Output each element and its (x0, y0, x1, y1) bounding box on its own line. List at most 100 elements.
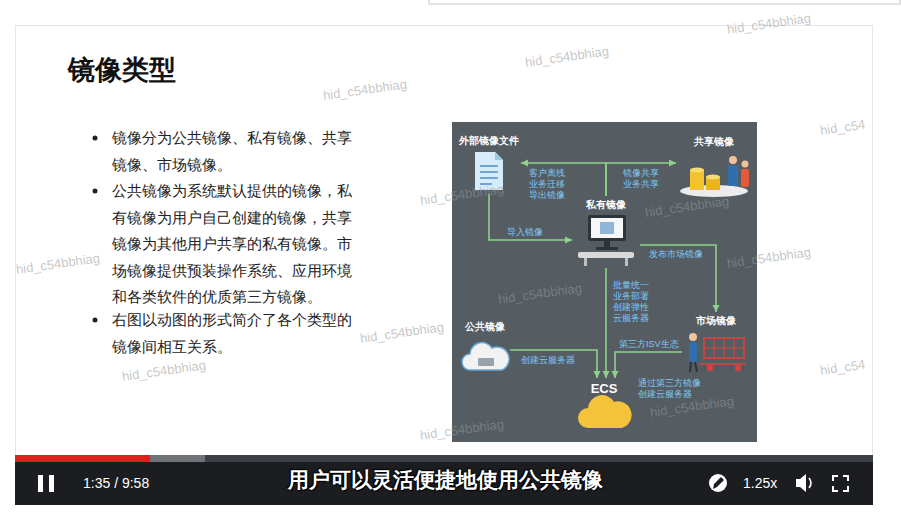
connector (603, 268, 610, 378)
monitor-base (596, 247, 618, 250)
pause-icon (38, 475, 43, 492)
image-node: 共享镜像 (676, 133, 752, 199)
connector-line (606, 163, 676, 196)
bullet-text-wrap: 镜像分为公共镜像、私有镜像、共享镜像、市场镜像。 (112, 125, 362, 178)
volume-wave (809, 478, 811, 488)
edge-label-wrap: 镜像共享 业务共享 (622, 168, 663, 190)
edge-label: 导入镜像 (506, 227, 544, 238)
image-node: 公共镜像 (460, 318, 510, 378)
bullet-dot (93, 318, 98, 323)
watermark-wrap: hid_c54bbhiag (16, 262, 101, 277)
person-body (728, 165, 738, 186)
arrow-head (713, 305, 720, 312)
node-heading: ECS (574, 381, 634, 396)
watermark-wrap: hid_c54bbhiag (650, 405, 735, 420)
edge-label-wrap: 批量统一 业务部署 创建弹性 云服务器 (612, 280, 653, 324)
watermark-wrap: hid_c54 (820, 363, 866, 378)
progress-track (15, 455, 873, 462)
bullet-text: 右图以动图的形式简介了各个类型的镜像间相互关系。 (112, 307, 362, 360)
watermark: hid_c54bbhiag (524, 43, 610, 70)
control-bar (15, 462, 873, 505)
desk-leg (625, 258, 628, 266)
slide-title-wrap: 镜像类型 (68, 54, 176, 86)
watermark-wrap: hid_c54bbhiag (360, 331, 445, 346)
search-box (429, 0, 900, 4)
watermark-wrap: hid_c54 (820, 123, 866, 138)
connector-line (510, 350, 597, 378)
watermark-wrap: hid_c54bbhiag (645, 205, 730, 220)
watermark-wrap: hid_c54bbhiag (498, 292, 583, 307)
arrow-head (521, 160, 528, 167)
node-heading: 私有镜像 (572, 199, 640, 211)
fullscreen-icon (833, 476, 848, 491)
edit-icon (709, 474, 727, 492)
document-line (480, 177, 498, 179)
arrow-head (594, 371, 601, 378)
edge-label-wrap: 导入镜像 (506, 227, 544, 238)
image-node: 私有镜像 (572, 196, 640, 268)
bullet-text-wrap: 公共镜像为系统默认提供的镜像，私有镜像为用户自己创建的镜像，共享镜像为其他用户共… (112, 178, 362, 311)
watermark: hid_c54bbhiag (419, 181, 505, 208)
public-cloud (462, 343, 509, 370)
diagram-note-wrap: 通过第三方镜像 创建云服务器 (638, 378, 704, 400)
watermark-wrap: hid_c54bbhiag (323, 88, 408, 103)
watermark-wrap: hid_c54bbhiag (420, 428, 505, 443)
diagram-note: 通过第三方镜像 创建云服务器 (638, 378, 704, 400)
monitor-screen (591, 218, 623, 238)
arrow-head (565, 237, 572, 244)
watermark: hid_c54bbhiag (497, 280, 583, 307)
monitor (588, 215, 626, 241)
person-head (689, 333, 697, 341)
cart-basket (704, 338, 744, 358)
connector (606, 160, 676, 197)
watermark-wrap: hid_c54bbhiag (525, 55, 610, 70)
cart-grid (704, 348, 744, 349)
bullet-text: 镜像分为公共镜像、私有镜像、共享镜像、市场镜像。 (112, 125, 362, 178)
bullet-text-wrap: 右图以动图的形式简介了各个类型的镜像间相互关系。 (112, 307, 362, 360)
desk (578, 252, 634, 258)
cart-wheel (735, 365, 741, 371)
connector (489, 194, 572, 244)
time-display-wrap: 1:35 / 9:58 (83, 475, 149, 491)
node-heading: 外部镜像文件 (457, 135, 521, 147)
coin-stack (690, 170, 704, 190)
watermark-wrap: hid_c54bbhiag (727, 22, 812, 37)
person-head (729, 156, 737, 164)
edge-label-wrap: 发布市场镜像 (648, 249, 704, 260)
edge-label: 批量统一 业务部署 创建弹性 云服务器 (612, 280, 653, 324)
cart-wheel (707, 365, 713, 371)
connector-line (605, 268, 607, 378)
edit-pencil (713, 477, 724, 489)
edge-label-wrap: 第三方ISV生态 (618, 339, 680, 350)
connector (612, 352, 683, 378)
watermark-wrap: hid_c54bbhiag (727, 256, 812, 271)
slide-frame (16, 26, 873, 456)
watermark-wrap: hid_c54bbhiag (420, 193, 505, 208)
node-heading: 市场镜像 (682, 315, 750, 327)
person-head (742, 161, 749, 168)
edge-label: 镜像共享 业务共享 (622, 168, 663, 190)
connector (510, 350, 601, 378)
subtitle: 用户可以灵活便捷地使用公共镜像 (235, 468, 655, 492)
watermark: hid_c54 (819, 357, 866, 378)
edge-label: 客户离线 业务迁移 导出镜像 (528, 168, 569, 201)
edge-label-wrap: 客户离线 业务迁移 导出镜像 (528, 168, 569, 201)
arrow-head (669, 160, 676, 167)
ecs-cloud (578, 395, 632, 428)
subtitle-wrap: 用户可以灵活便捷地使用公共镜像 (235, 468, 655, 492)
cloud-server (478, 358, 494, 366)
pause-icon (49, 475, 54, 492)
edge-label-wrap: 创建云服务器 (520, 355, 576, 366)
time-display: 1:35 / 9:58 (83, 475, 149, 491)
document-fold (495, 152, 503, 160)
speed-label: 1.25x (743, 475, 777, 491)
watermark: hid_c54bbhiag (322, 76, 408, 103)
slide-title: 镜像类型 (68, 54, 176, 86)
image-node: 市场镜像 (682, 312, 750, 374)
document-line (480, 171, 498, 173)
document-line (480, 165, 498, 167)
watermark: hid_c54bbhiag (121, 357, 207, 384)
watermark-wrap: hid_c54bbhiag (122, 369, 207, 384)
watermark: hid_c54bbhiag (644, 193, 730, 220)
coin-top (706, 175, 720, 180)
